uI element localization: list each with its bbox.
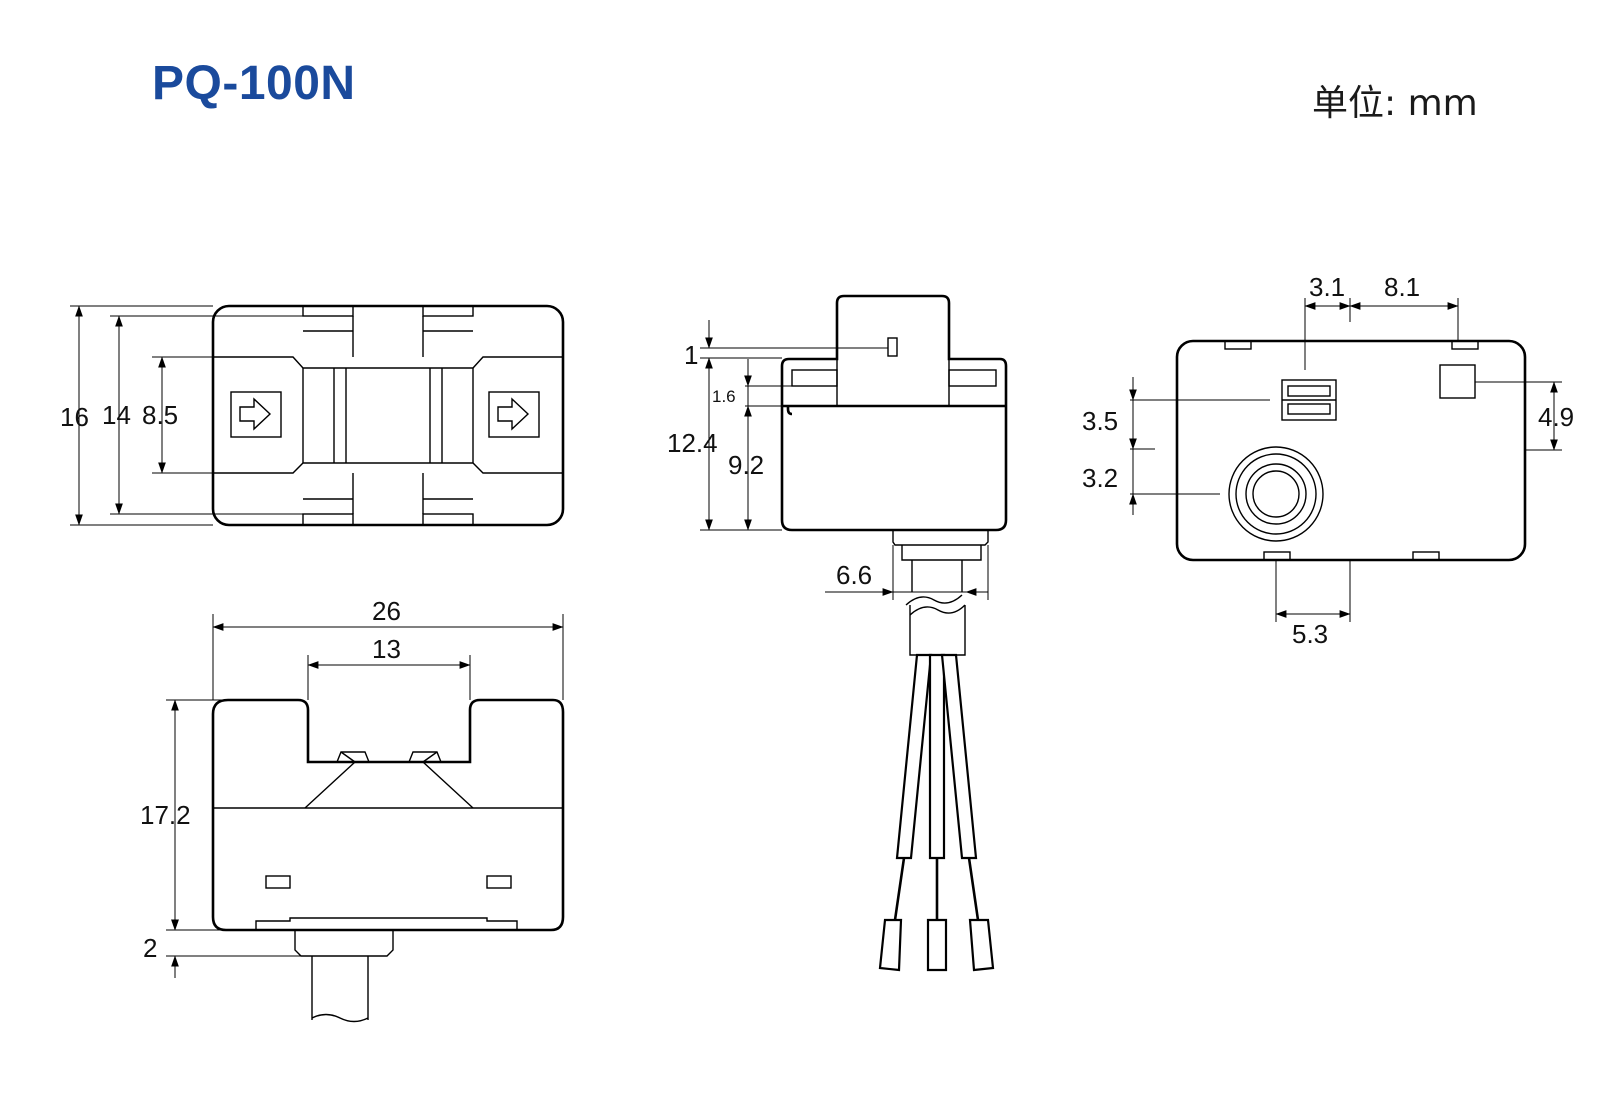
dim-1-label: 1 xyxy=(684,340,698,370)
cable xyxy=(311,956,369,1020)
terminal-center xyxy=(926,918,948,972)
back-led-ring xyxy=(1245,463,1307,525)
back-tab xyxy=(1224,340,1252,350)
lead-left xyxy=(893,857,906,921)
side-view: 1 1.6 12.4 9.2 6.6 xyxy=(667,294,1008,972)
lead-right xyxy=(967,857,980,921)
side-gland xyxy=(901,545,982,561)
side-slot-groove xyxy=(791,369,838,387)
cable-break xyxy=(311,1013,369,1023)
top-tab xyxy=(422,513,474,526)
dim-3-1-label: 3.1 xyxy=(1309,272,1345,302)
wire-center xyxy=(928,653,946,860)
front-contact xyxy=(336,751,370,763)
front-body-outline xyxy=(211,698,565,932)
side-cable-edge xyxy=(911,560,963,592)
front-window xyxy=(486,875,512,889)
top-lower-bar xyxy=(213,462,563,474)
right-arrow-icon xyxy=(239,397,272,431)
back-sensor-slot xyxy=(1287,385,1331,397)
dim-16-label: 16 xyxy=(60,402,89,432)
front-chamfer xyxy=(304,761,474,809)
dim-14-label: 14 xyxy=(102,400,131,430)
back-sensor-slot xyxy=(1287,403,1331,415)
terminal-right xyxy=(968,918,995,972)
front-view: 26 13 17.2 2 xyxy=(140,596,565,1023)
arrow-box-left xyxy=(230,391,282,438)
back-body-outline xyxy=(1175,339,1527,562)
back-tab xyxy=(1451,340,1479,350)
unit-label: 单位: mm xyxy=(1312,83,1478,124)
back-view: 3.1 8.1 3.5 3.2 4.9 5.3 xyxy=(1082,272,1574,649)
dim-12-4-label: 12.4 xyxy=(667,428,718,458)
top-body-outline xyxy=(211,304,565,527)
back-tab xyxy=(1263,551,1291,561)
top-upper-bar xyxy=(213,356,563,369)
right-arrow-icon xyxy=(497,397,530,431)
dim-13-label: 13 xyxy=(372,634,401,664)
top-tab xyxy=(302,305,354,317)
dim-3-2-label: 3.2 xyxy=(1082,463,1118,493)
back-tab xyxy=(1412,551,1440,561)
side-body-outline xyxy=(780,294,1008,532)
back-led xyxy=(1252,470,1300,518)
front-contact xyxy=(408,751,442,763)
top-tab xyxy=(302,513,354,526)
side-split-corner xyxy=(786,406,793,416)
dim-6-6-label: 6.6 xyxy=(836,560,872,590)
terminal-left xyxy=(878,918,903,972)
side-marker xyxy=(887,337,898,357)
dim-3-5-label: 3.5 xyxy=(1082,406,1118,436)
dim-2-label: 2 xyxy=(143,933,157,963)
side-cable-break xyxy=(905,594,963,606)
side-slot-groove xyxy=(948,369,997,387)
dim-17-2-label: 17.2 xyxy=(140,800,191,830)
side-gland-top xyxy=(892,530,989,546)
dim-1-6-label: 1.6 xyxy=(712,387,736,406)
dim-5-3-label: 5.3 xyxy=(1292,619,1328,649)
dim-8-1-label: 8.1 xyxy=(1384,272,1420,302)
wire-left xyxy=(895,653,933,860)
model-title: PQ-100N xyxy=(152,57,356,110)
back-led-ring xyxy=(1235,453,1317,535)
side-cable-break xyxy=(909,604,966,616)
dim-26-label: 26 xyxy=(372,596,401,626)
side-cable-sheath xyxy=(909,605,966,656)
front-window xyxy=(265,875,291,889)
dim-8-5-label: 8.5 xyxy=(142,400,178,430)
front-contact-link xyxy=(340,751,438,763)
cable-gland xyxy=(294,930,394,957)
back-led-ring xyxy=(1228,446,1324,542)
wire-right xyxy=(940,653,978,860)
back-square-window xyxy=(1439,364,1476,399)
top-tab xyxy=(422,305,474,317)
front-bottom-rim xyxy=(255,917,518,930)
arrow-box-right xyxy=(488,391,540,438)
dim-9-2-label: 9.2 xyxy=(728,450,764,480)
top-slot-edges xyxy=(352,316,424,514)
dim-4-9-label: 4.9 xyxy=(1538,402,1574,432)
top-view: 16 14 8.5 xyxy=(60,304,565,527)
